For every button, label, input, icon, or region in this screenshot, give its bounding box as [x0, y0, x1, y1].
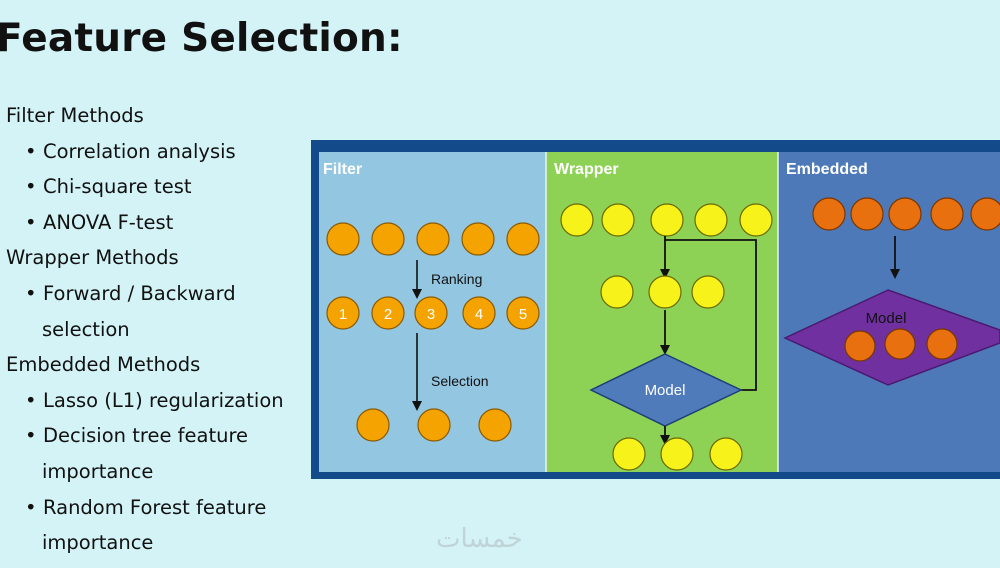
bullet-wrapper-methods: Wrapper Methods [6, 246, 179, 270]
feature-circle [371, 222, 405, 256]
wrapper-top-row [560, 203, 773, 237]
bullet-forward-backward-cont: selection [42, 317, 130, 341]
wrapper-selected-row [612, 437, 743, 471]
filter-selected-row [356, 408, 512, 442]
feature-selection-diagram: Filter Wrapper Embedded Ranking 1 2 3 4 … [311, 140, 1000, 479]
filter-panel-title: Filter [323, 161, 362, 178]
bullet-chi-square: •Chi-square test [25, 175, 192, 199]
feature-circle [506, 222, 540, 256]
embedded-model-label: Model [866, 310, 907, 327]
bullet-random-forest-cont: importance [42, 531, 154, 555]
feature-circle [461, 222, 495, 256]
rank-3-label: 3 [427, 306, 435, 323]
rank-2-label: 2 [384, 306, 392, 323]
rank-5-label: 5 [519, 306, 527, 323]
rank-4-label: 4 [475, 306, 483, 323]
feature-circle [356, 408, 390, 442]
embedded-panel-title: Embedded [786, 161, 868, 178]
feature-circle [478, 408, 512, 442]
page-title: Feature Selection: [0, 16, 403, 61]
bullet-filter-methods: Filter Methods [6, 104, 144, 127]
bullet-lasso: •Lasso (L1) regularization [25, 388, 284, 412]
filter-top-row [326, 222, 540, 256]
ranking-label: Ranking [431, 271, 482, 287]
bullet-forward-backward: •Forward / Backward [25, 281, 236, 305]
feature-circle [417, 408, 451, 442]
wrapper-subset-row [600, 275, 725, 309]
bullet-list: Filter Methods •Correlation analysis •Ch… [6, 103, 284, 566]
embedded-top-row [812, 197, 1000, 231]
watermark-logo: خمسات [436, 524, 523, 554]
bullet-decision-tree: •Decision tree feature [25, 424, 249, 448]
filter-ranked-row: 1 2 3 4 5 [326, 296, 540, 330]
bullet-embedded-methods: Embedded Methods [6, 353, 201, 377]
wrapper-model-label: Model [645, 382, 686, 399]
bullet-correlation: •Correlation analysis [25, 139, 236, 163]
feature-circle [416, 222, 450, 256]
feature-circle [326, 222, 360, 256]
bullet-anova: •ANOVA F-test [25, 210, 174, 234]
selection-label: Selection [431, 373, 489, 389]
bullet-random-forest: •Random Forest feature [25, 495, 267, 519]
feedback-loop [664, 236, 757, 391]
rank-1-label: 1 [339, 306, 347, 323]
wrapper-panel-title: Wrapper [554, 161, 619, 178]
bullet-decision-tree-cont: importance [42, 459, 154, 483]
embedded-selected-row [844, 328, 958, 362]
